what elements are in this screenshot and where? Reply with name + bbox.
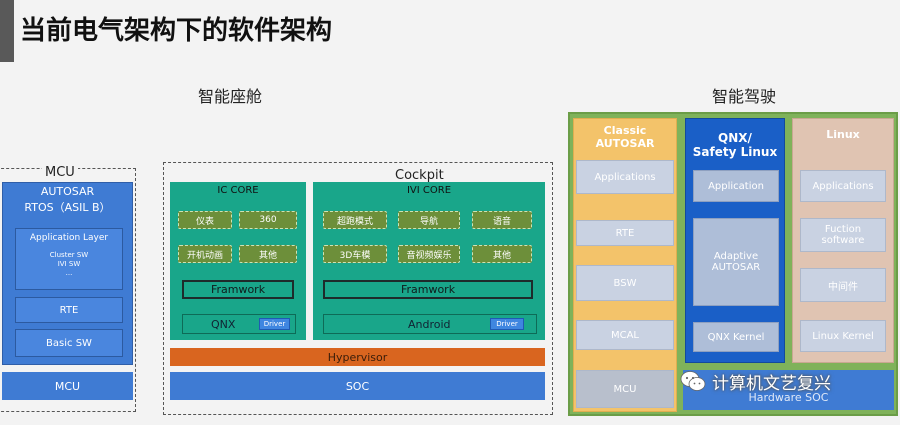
cockpit-soc: SOC bbox=[170, 372, 545, 400]
ivi-os-label: Android bbox=[408, 318, 451, 331]
adas-section-label: 智能驾驶 bbox=[712, 87, 777, 106]
watermark-text: 计算机文艺复兴 bbox=[712, 373, 831, 394]
ic-os-bar: QNX Driver bbox=[182, 314, 296, 334]
ivi-app-item: 其他 bbox=[472, 245, 532, 263]
mcu-hardware: MCU bbox=[2, 372, 133, 400]
mcu-rtos-label: RTOS（ASIL B） bbox=[24, 201, 111, 214]
ivi-framework: Framwork bbox=[323, 280, 533, 299]
title-accent-bar bbox=[0, 0, 14, 62]
cockpit-frame bbox=[163, 162, 553, 415]
page-title: 当前电气架构下的软件架构 bbox=[20, 16, 333, 46]
mcu-app-item: IVI SW bbox=[57, 260, 81, 268]
ic-driver-badge: Driver bbox=[259, 318, 290, 330]
linux-applications: Applications bbox=[800, 170, 886, 202]
mcu-basic-sw: Basic SW bbox=[15, 329, 123, 357]
mcu-app-item: ... bbox=[65, 269, 73, 277]
cockpit-section-label: 智能座舱 bbox=[198, 87, 263, 106]
qnx-adaptive-autosar: Adaptive AUTOSAR bbox=[693, 218, 779, 306]
ic-core-title: IC CORE bbox=[217, 185, 259, 196]
linux-function-software: Fuction software bbox=[800, 218, 886, 252]
qnx-title-line2: Safety Linux bbox=[692, 145, 778, 159]
mcu-header: MCU bbox=[42, 165, 78, 180]
ic-app-item: 360 bbox=[239, 211, 297, 229]
linux-title: Linux bbox=[826, 128, 860, 141]
qnx-application: Application bbox=[693, 170, 779, 202]
ivi-os-bar: Android Driver bbox=[323, 314, 537, 334]
mcu-rte: RTE bbox=[15, 297, 123, 323]
cockpit-header: Cockpit bbox=[395, 168, 444, 183]
ivi-core-title: IVI CORE bbox=[406, 185, 452, 196]
ic-app-item: 其他 bbox=[239, 245, 297, 263]
ic-app-item: 开机动画 bbox=[178, 245, 232, 263]
classic-rte: RTE bbox=[576, 220, 674, 246]
mcu-autosar-label: AUTOSAR bbox=[40, 185, 95, 198]
wechat-icon bbox=[680, 371, 706, 391]
mcu-app-item: Cluster SW bbox=[49, 251, 89, 259]
classic-applications: Applications bbox=[576, 160, 674, 194]
classic-autosar-title: Classic AUTOSAR bbox=[595, 124, 655, 150]
ic-app-item: 仪表 bbox=[178, 211, 232, 229]
ivi-app-item: 语音 bbox=[472, 211, 532, 229]
ivi-app-item: 超跑模式 bbox=[323, 211, 387, 229]
linux-kernel: Linux Kernel bbox=[800, 320, 886, 352]
classic-mcal: MCAL bbox=[576, 320, 674, 350]
ivi-app-item: 导航 bbox=[398, 211, 460, 229]
qnx-title-line1: QNX/ bbox=[718, 131, 752, 145]
ivi-driver-badge: Driver bbox=[490, 318, 524, 330]
ic-os-label: QNX bbox=[211, 318, 236, 331]
ivi-app-item: 3D车模 bbox=[323, 245, 387, 263]
linux-middleware: 中间件 bbox=[800, 268, 886, 302]
mcu-app-layer-label: Application Layer bbox=[29, 233, 109, 243]
ivi-app-item: 音视频娱乐 bbox=[398, 245, 460, 263]
watermark: 计算机文艺复兴 bbox=[680, 366, 831, 396]
classic-bsw: BSW bbox=[576, 265, 674, 301]
mcu-app-layer: Application Layer Cluster SW IVI SW ... bbox=[15, 228, 123, 290]
ic-framework: Framwork bbox=[182, 280, 294, 299]
hypervisor-bar: Hypervisor bbox=[170, 348, 545, 366]
classic-mcu: MCU bbox=[576, 370, 674, 408]
adas-hardware-soc: Hardware SOC bbox=[683, 370, 894, 410]
qnx-kernel: QNX Kernel bbox=[693, 322, 779, 352]
